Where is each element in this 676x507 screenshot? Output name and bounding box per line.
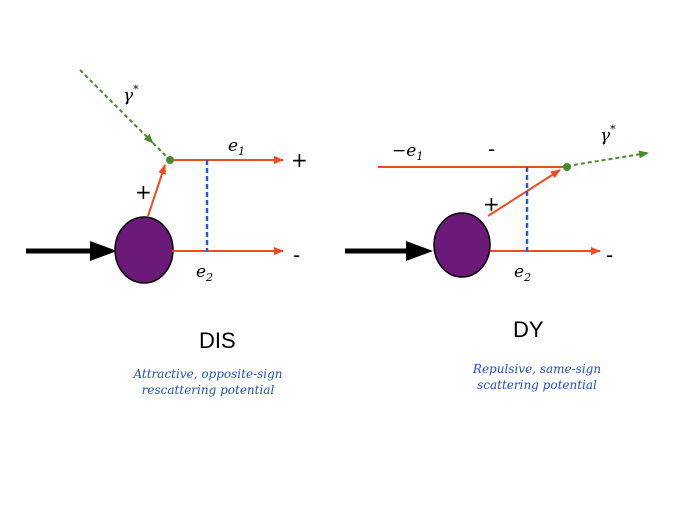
dy-incoming-hadron-arrowhead xyxy=(406,241,433,261)
dy-quark-line xyxy=(487,169,561,217)
dy-caption-line2: scattering potential xyxy=(477,378,597,392)
dy-e1-label: −e1 xyxy=(392,141,423,163)
dis-plus-upper-sign: + xyxy=(291,148,308,172)
dis-e1-label: e1 xyxy=(228,136,245,158)
dy-caption-line1: Repulsive, same-sign xyxy=(472,362,601,376)
dis-photon-vertex xyxy=(166,156,174,164)
dy-annihilation-vertex xyxy=(563,163,571,171)
dis-virtual-photon-line-tail xyxy=(152,142,169,159)
dy-virtual-photon-line xyxy=(566,150,649,167)
dis-diagram: γ* e1 e2 + + - DIS Attractive, opposite-… xyxy=(26,69,308,397)
dis-title: DIS xyxy=(199,328,236,353)
dy-minus-upper-sign: - xyxy=(488,137,495,161)
dy-e2-label: e2 xyxy=(514,262,531,284)
dy-diagram: γ* −e1 e2 - + - DY Repulsive, same-sign … xyxy=(345,123,649,392)
dis-virtual-photon-line xyxy=(79,69,154,144)
dy-plus-quark-sign: + xyxy=(483,192,500,216)
dy-photon-label: γ* xyxy=(600,123,616,146)
dis-caption-line2: rescattering potential xyxy=(142,383,275,397)
dis-struck-quark-line xyxy=(147,164,166,217)
dy-title: DY xyxy=(513,317,544,342)
dis-hadron-blob xyxy=(114,216,174,284)
dis-incoming-hadron-arrowhead xyxy=(90,241,117,261)
dis-e2-label: e2 xyxy=(196,262,213,284)
dis-caption-line1: Attractive, opposite-sign xyxy=(132,367,282,381)
dy-minus-lower-sign: - xyxy=(606,243,613,267)
dis-plus-quark-sign: + xyxy=(135,180,152,204)
dis-minus-lower-sign: - xyxy=(293,243,300,267)
dy-hadron-blob xyxy=(433,212,491,278)
dis-photon-label: γ* xyxy=(123,83,139,106)
